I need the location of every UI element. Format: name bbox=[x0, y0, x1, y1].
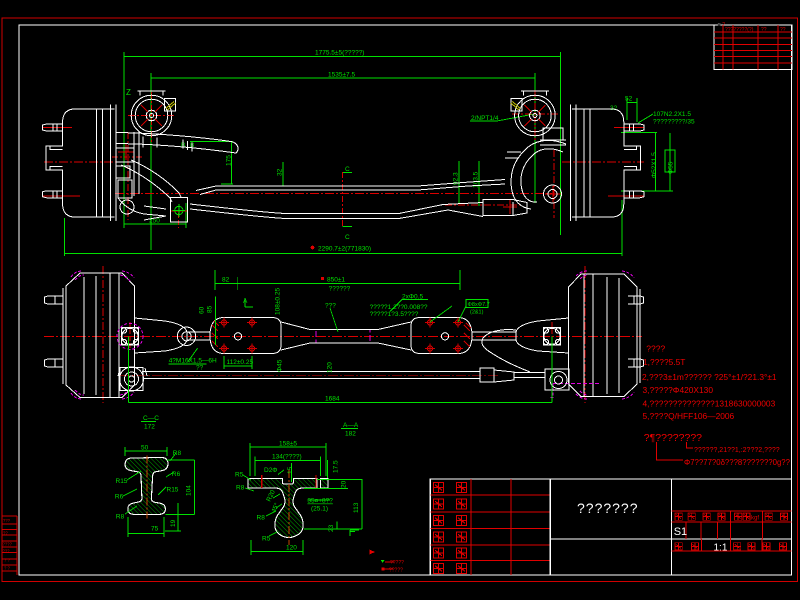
svg-text:??: ?? bbox=[196, 365, 204, 372]
svg-text:19: 19 bbox=[170, 519, 177, 527]
svg-text:(25.1): (25.1) bbox=[311, 506, 328, 513]
svg-text:32: 32 bbox=[277, 168, 284, 176]
svg-text:R8: R8 bbox=[116, 514, 125, 521]
svg-text:3,?????Φ420X130: 3,?????Φ420X130 bbox=[643, 385, 714, 395]
svg-text:S1: S1 bbox=[674, 526, 687, 538]
svg-text:4?M16X1.5—6H: 4?M16X1.5—6H bbox=[169, 358, 217, 365]
svg-text:? ?: ? ? bbox=[4, 558, 10, 563]
svg-text:23: 23 bbox=[328, 524, 335, 532]
svg-text:???????: ??????? bbox=[577, 500, 639, 516]
svg-text:4,??????????????1318630000003: 4,??????????????1318630000003 bbox=[643, 399, 776, 409]
svg-text:32: 32 bbox=[610, 105, 618, 112]
svg-text:R6: R6 bbox=[115, 494, 124, 501]
svg-text:Φ55: Φ55 bbox=[668, 161, 675, 174]
svg-text:175: 175 bbox=[226, 155, 233, 166]
svg-text:182: 182 bbox=[345, 431, 356, 438]
svg-text:45°: 45° bbox=[270, 501, 282, 514]
svg-text:82: 82 bbox=[222, 277, 230, 284]
svg-text:R15: R15 bbox=[116, 478, 128, 485]
svg-text:???: ??? bbox=[3, 518, 11, 523]
svg-text:????: ???? bbox=[3, 542, 13, 547]
svg-text:120: 120 bbox=[286, 545, 297, 552]
svg-text:????: ???? bbox=[646, 344, 665, 354]
svg-text:52: 52 bbox=[625, 96, 633, 103]
svg-text:C: C bbox=[345, 166, 350, 173]
svg-text:120: 120 bbox=[327, 362, 334, 373]
svg-text:??????,21??1,:2???2,????: ??????,21??1,:2???2,???? bbox=[694, 447, 780, 454]
svg-text:Φ8xΦ7.7: Φ8xΦ7.7 bbox=[468, 302, 490, 308]
svg-text:50: 50 bbox=[141, 445, 149, 452]
svg-text:R8: R8 bbox=[173, 450, 182, 457]
svg-text:2,???3±1m?????? ?25°±1/?21.3°±: 2,???3±1m?????? ?25°±1/?21.3°±1 bbox=[642, 372, 777, 382]
svg-text:1:1: 1:1 bbox=[714, 543, 728, 554]
svg-text:134(????): 134(????) bbox=[272, 454, 302, 461]
svg-text:R5: R5 bbox=[262, 536, 271, 543]
svg-text:??: ?? bbox=[780, 27, 786, 33]
svg-text:◾?: ◾? bbox=[716, 22, 725, 28]
svg-text:108±0.25: 108±0.25 bbox=[275, 288, 282, 315]
svg-text:?????????/35: ?????????/35 bbox=[653, 119, 695, 126]
svg-text:kgf: kgf bbox=[751, 516, 759, 522]
svg-text:1684: 1684 bbox=[325, 396, 340, 403]
svg-text:15: 15 bbox=[287, 466, 294, 474]
svg-text:R15: R15 bbox=[167, 487, 179, 494]
svg-text:??: ?? bbox=[3, 531, 8, 536]
svg-text:C—C: C—C bbox=[143, 415, 159, 422]
svg-text:???: ??? bbox=[3, 549, 11, 554]
svg-text:112±0.25: 112±0.25 bbox=[227, 359, 254, 366]
svg-text:75: 75 bbox=[151, 526, 159, 533]
svg-text:Φ45: Φ45 bbox=[277, 359, 284, 372]
svg-text:R20: R20 bbox=[265, 489, 277, 503]
svg-text:R8: R8 bbox=[257, 515, 266, 522]
svg-text:60: 60 bbox=[199, 306, 206, 314]
svg-text:C: C bbox=[345, 234, 350, 241]
svg-text:92.3: 92.3 bbox=[453, 172, 460, 185]
svg-text:(2&1): (2&1) bbox=[470, 310, 484, 316]
svg-text:35¤+8??: 35¤+8?? bbox=[307, 498, 333, 505]
svg-text:A—A: A—A bbox=[343, 422, 359, 429]
svg-text:2xΦ0.5: 2xΦ0.5 bbox=[402, 294, 423, 301]
svg-text:1775.5±5(?????): 1775.5±5(?????) bbox=[315, 50, 364, 57]
svg-text:20: 20 bbox=[341, 480, 348, 488]
svg-text:R8: R8 bbox=[236, 485, 245, 492]
svg-text:?????1.2??0.008??: ?????1.2??0.008?? bbox=[370, 304, 428, 311]
svg-text:104: 104 bbox=[186, 485, 193, 496]
svg-text:1,????5.5T: 1,????5.5T bbox=[643, 357, 685, 367]
svg-text:850±1: 850±1 bbox=[327, 277, 345, 284]
svg-text:Φ7??77?0δ???8???????0g??: Φ7??77?0δ???8???????0g?? bbox=[684, 458, 791, 467]
svg-text:?¶????????: ?¶???????? bbox=[644, 432, 702, 444]
svg-text:D2Φ: D2Φ bbox=[264, 467, 278, 474]
svg-text:? ?: ? ? bbox=[4, 566, 10, 571]
svg-text:250: 250 bbox=[149, 218, 160, 225]
svg-text:Φ52X1.5: Φ52X1.5 bbox=[651, 152, 658, 178]
svg-text:R6: R6 bbox=[172, 471, 181, 478]
svg-text:????????(?): ????????(?) bbox=[725, 27, 754, 33]
svg-text:113: 113 bbox=[353, 502, 360, 513]
svg-text:???: ??? bbox=[325, 303, 336, 310]
svg-text:?????: ????? bbox=[389, 568, 403, 574]
svg-text:85: 85 bbox=[207, 305, 214, 313]
svg-text:A: A bbox=[243, 298, 248, 305]
svg-text:158±5: 158±5 bbox=[279, 441, 297, 448]
svg-text:163.5: 163.5 bbox=[473, 171, 480, 188]
svg-text:1535±7.5: 1535±7.5 bbox=[328, 72, 355, 79]
svg-text:?????: ????? bbox=[390, 560, 404, 566]
svg-text:??: ?? bbox=[761, 27, 767, 33]
svg-text:2/NPT1/4: 2/NPT1/4 bbox=[471, 115, 499, 122]
svg-text:?????1?3.5????: ?????1?3.5???? bbox=[370, 311, 419, 318]
svg-text:2290.7±2(771830): 2290.7±2(771830) bbox=[318, 246, 371, 253]
svg-text:5,????Q/HFF106—2006: 5,????Q/HFF106—2006 bbox=[643, 411, 735, 421]
svg-text:17.5: 17.5 bbox=[333, 460, 340, 473]
svg-text:??????: ?????? bbox=[329, 286, 351, 293]
svg-text:Z: Z bbox=[126, 88, 131, 97]
svg-text:172: 172 bbox=[144, 424, 155, 431]
svg-text:R5: R5 bbox=[235, 472, 244, 479]
svg-text:107N2.2X1.5: 107N2.2X1.5 bbox=[653, 111, 691, 118]
